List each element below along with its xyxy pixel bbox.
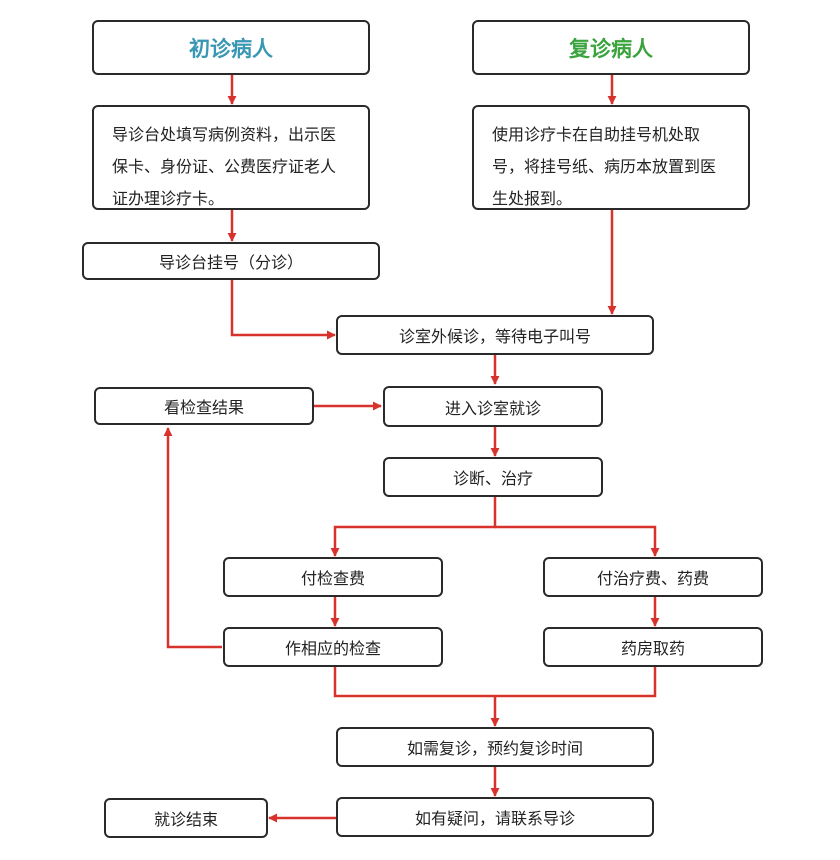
- node-followup-booking: 如需复诊，预约复诊时间: [336, 727, 654, 767]
- node-first-instructions: 导诊台处填写病例资料，出示医保卡、身份证、公费医疗证老人证办理诊疗卡。: [92, 105, 370, 210]
- node-pharmacy: 药房取药: [543, 627, 763, 667]
- arrow-triage-to-wait: [230, 280, 336, 340]
- node-enter-room: 进入诊室就诊: [383, 386, 603, 427]
- arrow-diagnosis-split-left: [330, 497, 497, 557]
- node-triage-registration: 导诊台挂号（分诊）: [82, 242, 380, 280]
- node-first-visit: 初诊病人: [92, 20, 370, 75]
- node-view-results: 看检查结果: [94, 387, 314, 425]
- node-return-instructions: 使用诊疗卡在自助挂号机处取号，将挂号纸、病历本放置到医生处报到。: [472, 105, 750, 210]
- arrow-doexam-to-results: [163, 427, 222, 649]
- arrow-diagnosis-split-right: [495, 525, 660, 557]
- arrow-merge-to-followup: [333, 667, 657, 726]
- node-pay-exam: 付检查费: [223, 557, 443, 597]
- node-questions: 如有疑问，请联系导诊: [336, 797, 654, 837]
- node-pay-treatment: 付治疗费、药费: [543, 557, 763, 597]
- node-wait-outside: 诊室外候诊，等待电子叫号: [336, 315, 654, 355]
- node-return-visit: 复诊病人: [472, 20, 750, 75]
- node-diagnosis: 诊断、治疗: [383, 457, 603, 497]
- node-do-exam: 作相应的检查: [223, 627, 443, 667]
- node-end: 就诊结束: [104, 798, 268, 838]
